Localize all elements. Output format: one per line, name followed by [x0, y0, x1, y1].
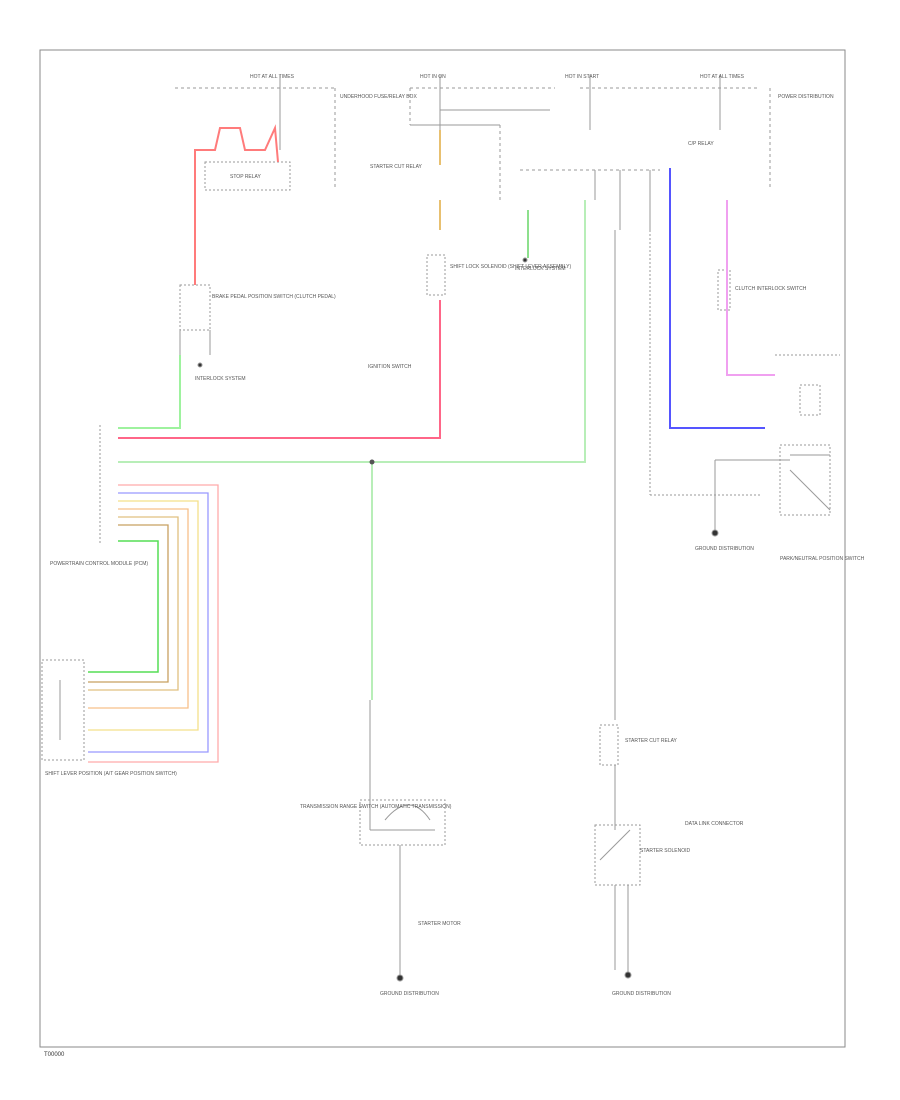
junction-dot: [369, 459, 375, 465]
label-hot-in-on: HOT IN ON: [420, 74, 446, 80]
label-shift-lever: SHIFT LEVER POSITION (A/T GEAR POSITION …: [45, 771, 177, 777]
wire-violet: [726, 200, 775, 376]
diagram-frame: [39, 49, 846, 1048]
label-trans-range: TRANSMISSION RANGE SWITCH (AUTOMATIC TRA…: [300, 804, 452, 810]
wire-bundle-red: [88, 484, 219, 763]
label-hot-at-all-times: HOT AT ALL TIMES: [250, 74, 295, 80]
label-hot-in-start: HOT IN START: [565, 74, 599, 80]
label-stop-relay: STOP RELAY: [230, 174, 262, 180]
label-interlock-2: INTERLOCK SYSTEM: [515, 266, 566, 272]
footer-code: T00000: [44, 1052, 65, 1058]
wire-bundle-yellow: [88, 500, 199, 731]
label-clutch-interlock: CLUTCH INTERLOCK SWITCH: [735, 286, 807, 292]
label-cp-relay: C/P RELAY: [688, 141, 714, 147]
label-hot-at-all-times-2: HOT AT ALL TIMES: [700, 74, 745, 80]
wire-blue: [669, 168, 765, 429]
wire-bundle-blue: [88, 492, 209, 753]
wire-bundle-orange: [88, 508, 189, 709]
label-ignition-switch: IGNITION SWITCH: [368, 364, 412, 370]
label-shift-lock: SHIFT LOCK SOLENOID (SHIFT LEVER ASSEMBL…: [450, 264, 571, 270]
wire-red-main: [118, 300, 441, 439]
label-pcm: POWERTRAIN CONTROL MODULE (PCM): [50, 561, 148, 567]
wire-red-relay: [194, 124, 279, 285]
wire-green-brake: [118, 355, 181, 429]
label-ground-dist-3: GROUND DISTRIBUTION: [612, 991, 671, 997]
label-power-dist: POWER DISTRIBUTION: [778, 94, 834, 100]
label-brake-pedal-switch: BRAKE PEDAL POSITION SWITCH (CLUTCH PEDA…: [212, 294, 336, 300]
diagram-labels: HOT AT ALL TIMES HOT IN ON HOT IN START …: [44, 74, 865, 1058]
label-starter-cut-2: STARTER CUT RELAY: [625, 738, 678, 744]
label-starter-motor: STARTER MOTOR: [418, 921, 461, 927]
label-data-link: DATA LINK CONNECTOR: [685, 821, 744, 827]
label-ground-dist-2: GROUND DISTRIBUTION: [380, 991, 439, 997]
wire-bundle-tan: [88, 516, 179, 691]
label-ground-dist-1: GROUND DISTRIBUTION: [695, 546, 754, 552]
label-interlock-1: INTERLOCK SYSTEM: [195, 376, 246, 382]
wire-green-main: [118, 200, 586, 463]
wire-bundle-brown: [88, 524, 169, 683]
schematic-lines: [41, 75, 840, 982]
wire-bundle-green: [88, 540, 159, 673]
label-starter-solenoid: STARTER SOLENOID: [640, 848, 690, 854]
colored-wires: [88, 124, 775, 763]
label-underhood-fuse-box: UNDERHOOD FUSE/RELAY BOX: [340, 94, 417, 100]
label-starter-cut: STARTER CUT RELAY: [370, 164, 423, 170]
label-park-neutral: PARK/NEUTRAL POSITION SWITCH: [780, 556, 865, 562]
